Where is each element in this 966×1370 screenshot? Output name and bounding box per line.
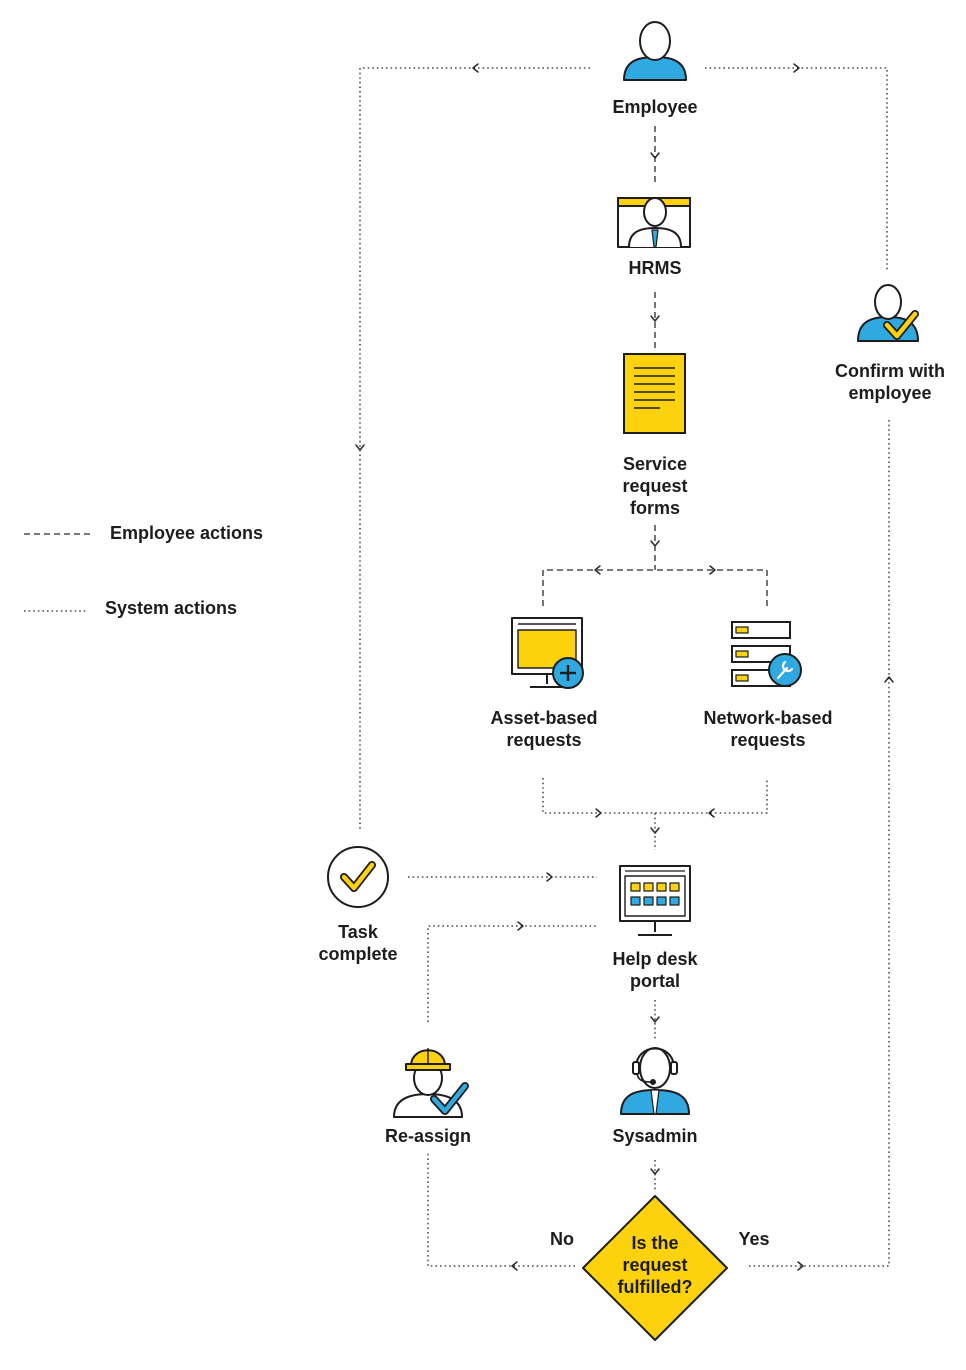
server-wrench-icon	[731, 621, 802, 687]
decision-no-label: No	[550, 1229, 574, 1249]
confirm-label: Confirm with employee	[835, 361, 945, 403]
headset-agent-icon	[620, 1047, 690, 1115]
hardhat-worker-icon	[393, 1048, 469, 1118]
task-complete-label: Task complete	[318, 922, 398, 964]
network-requests-label: Network-based requests	[703, 708, 833, 750]
user-check-icon	[857, 284, 919, 342]
document-icon	[623, 353, 686, 434]
sysadmin-label: Sysadmin	[612, 1126, 698, 1146]
hrms-label: HRMS	[628, 258, 682, 278]
legend-employee-actions: Employee actions	[110, 523, 264, 543]
asset-requests-label: Asset-based requests	[490, 708, 598, 750]
system-action-connectors	[359, 67, 890, 1267]
decision-yes-label: Yes	[738, 1229, 770, 1249]
monitor-plus-icon	[511, 617, 584, 689]
help-desk-label: Help desk portal	[612, 949, 698, 991]
decision-diamond	[582, 1195, 728, 1341]
employee-icon	[623, 21, 687, 81]
legend-system-actions: System actions	[105, 598, 238, 618]
arrowheads	[355, 63, 894, 1271]
help-desk-monitor-icon	[619, 865, 691, 936]
hrms-icon	[617, 197, 691, 248]
reassign-label: Re-assign	[384, 1126, 472, 1146]
service-forms-label: Service request forms	[622, 454, 688, 518]
check-circle-icon	[327, 846, 389, 908]
decision-question: Is the request fulfilled?	[617, 1233, 693, 1297]
employee-label: Employee	[612, 97, 698, 117]
employee-action-connectors	[542, 126, 768, 606]
